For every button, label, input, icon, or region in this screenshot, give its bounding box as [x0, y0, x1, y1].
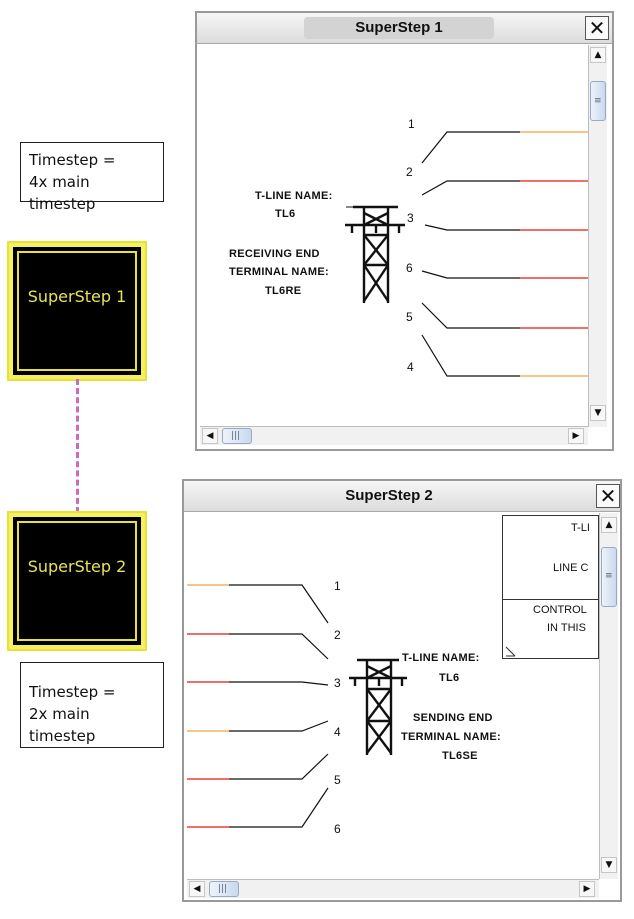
wire-2	[229, 633, 329, 660]
line-number: 3	[407, 211, 414, 225]
scroll-thumb[interactable]: |||	[209, 881, 239, 897]
wire-3	[229, 681, 329, 686]
transmission-tower-icon	[349, 658, 407, 755]
line-number: 4	[407, 360, 414, 374]
wire-1	[229, 584, 329, 624]
note-line: 4x main timestep	[29, 173, 96, 213]
panel-text: IN THIS	[547, 622, 586, 634]
horizontal-scrollbar[interactable]: ◀ ||| ▶	[187, 879, 599, 898]
wire-6	[421, 270, 520, 279]
vertical-scrollbar[interactable]: ▲ ≡ ▼	[588, 45, 607, 427]
superstep-1-window: SuperStep 1 ✕ ▲ ≡ ▼ ◀ ||| ▶	[195, 11, 614, 451]
superstep-2-block[interactable]: SuperStep 2	[9, 513, 145, 649]
scroll-right-button[interactable]: ▶	[568, 428, 584, 444]
t-line-name-value: TL6	[439, 672, 460, 684]
timestep-note-superstep-2: Timestep = 2x main timestep	[20, 662, 164, 748]
panel-text: CONTROL	[533, 604, 587, 616]
superstep-2-diagram	[187, 584, 407, 828]
block-inner-border	[17, 251, 137, 371]
line-number: 2	[406, 165, 413, 179]
terminal-name-value: TL6SE	[442, 750, 478, 762]
timestep-note-superstep-1: Timestep = 4x main timestep	[20, 142, 164, 213]
line-number: 3	[334, 676, 341, 690]
wire-4	[421, 334, 520, 377]
wire-4	[229, 720, 329, 732]
panel-text: T-LI	[571, 522, 590, 534]
grip-icon: ≡	[605, 571, 613, 581]
receiving-end-label: RECEIVING END	[229, 248, 320, 260]
sending-end-label: SENDING END	[413, 712, 493, 724]
window-title: SuperStep 2	[345, 487, 433, 504]
scroll-down-button[interactable]: ▼	[601, 857, 617, 873]
scroll-thumb[interactable]: ≡	[590, 81, 606, 121]
superstep-1-block[interactable]: SuperStep 1	[9, 243, 145, 379]
close-button[interactable]: ✕	[596, 484, 620, 508]
superstep-2-window: SuperStep 2 ✕ T-LI LINE C CONTROL IN THI…	[182, 479, 622, 902]
terminal-name-label: TERMINAL NAME:	[229, 266, 329, 278]
wire-3	[424, 224, 520, 231]
scroll-down-button[interactable]: ▼	[590, 405, 606, 421]
scroll-left-button[interactable]: ◀	[202, 428, 218, 444]
line-number: 4	[334, 725, 341, 739]
superstep-2-block-label: SuperStep 2	[27, 557, 127, 576]
grip-icon: |||	[231, 431, 241, 441]
close-button[interactable]: ✕	[585, 16, 609, 40]
t-line-name-label: T-LINE NAME:	[402, 652, 480, 664]
vertical-scrollbar[interactable]: ▲ ≡ ▼	[599, 513, 618, 879]
wire-1	[421, 131, 520, 164]
line-number: 6	[406, 261, 413, 275]
note-line: Timestep =	[29, 683, 116, 701]
corner-mark-icon	[505, 646, 516, 657]
block-inner-border	[17, 521, 137, 641]
window-titlebar[interactable]: SuperStep 2 ✕	[184, 481, 620, 512]
scroll-thumb[interactable]: ≡	[601, 547, 617, 607]
line-number: 2	[334, 628, 341, 642]
side-info-panel: T-LI LINE C CONTROL IN THIS	[502, 515, 599, 659]
scroll-left-button[interactable]: ◀	[189, 881, 205, 897]
grip-icon: ≡	[594, 96, 602, 106]
terminal-name-value: TL6RE	[265, 285, 302, 297]
line-number: 5	[406, 310, 413, 324]
grip-icon: |||	[218, 884, 228, 894]
line-number: 6	[334, 822, 341, 836]
panel-text: LINE C	[553, 562, 589, 574]
wire-5	[229, 753, 329, 780]
wire-2	[421, 180, 520, 196]
terminal-name-label: TERMINAL NAME:	[401, 731, 501, 743]
line-number: 1	[334, 579, 341, 593]
t-line-name-value: TL6	[275, 208, 296, 220]
superstep-1-block-label: SuperStep 1	[27, 287, 127, 306]
scroll-right-button[interactable]: ▶	[579, 881, 595, 897]
scroll-up-button[interactable]: ▲	[590, 47, 606, 63]
note-line: Timestep =	[29, 151, 116, 169]
scroll-up-button[interactable]: ▲	[601, 517, 617, 533]
wire-6	[229, 787, 329, 828]
scroll-thumb[interactable]: |||	[222, 428, 252, 444]
window-title: SuperStep 1	[304, 17, 494, 39]
note-line: 2x main timestep	[29, 705, 96, 745]
line-number: 1	[408, 117, 415, 131]
wire-5	[421, 302, 520, 329]
line-number: 5	[334, 773, 341, 787]
superstep-1-diagram	[345, 131, 588, 377]
window-titlebar[interactable]: SuperStep 1 ✕	[197, 13, 612, 44]
horizontal-scrollbar[interactable]: ◀ ||| ▶	[200, 426, 588, 445]
t-line-name-label: T-LINE NAME:	[255, 190, 333, 202]
superstep-connector	[76, 379, 79, 513]
panel-divider	[503, 599, 598, 600]
transmission-tower-icon	[345, 205, 405, 303]
